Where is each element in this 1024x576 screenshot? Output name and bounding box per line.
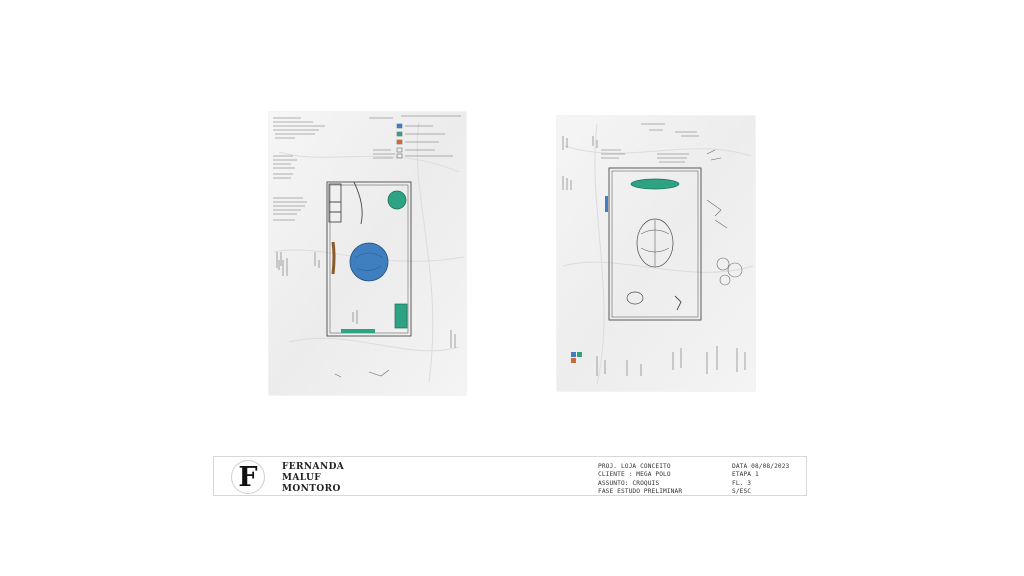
client-name: CLIENTE : MEGA POLO xyxy=(598,471,671,479)
phase: FASE ESTUDO PRELIMINAR xyxy=(598,487,683,495)
sheet-number: FL. 3 xyxy=(732,479,752,487)
sketch-right-drawing xyxy=(557,116,755,391)
stage: ETAPA 1 xyxy=(732,471,759,479)
designer-name-line: MALUF xyxy=(282,473,322,483)
scale: S/ESC xyxy=(732,487,752,495)
croqui-sheet-left xyxy=(269,112,466,395)
sheet-meta: DATA 08/08/2023 ETAPA 1 FL. 3 S/ESC xyxy=(732,463,789,496)
brand-logo-icon: F xyxy=(231,460,265,494)
project-info: PROJ. LOJA CONCEITO CLIENTE : MEGA POLO … xyxy=(598,463,682,496)
date: DATA 08/08/2023 xyxy=(732,463,790,470)
designer-name-line: MONTORO xyxy=(282,484,341,494)
croqui-sheet-right xyxy=(557,116,755,391)
sketch-left-drawing xyxy=(269,112,466,395)
subject: ASSUNTO: CROQUIS xyxy=(598,479,660,487)
title-block: F FERNANDA MALUF MONTORO PROJ. LOJA CONC… xyxy=(213,456,807,496)
designer-name-line: FERNANDA xyxy=(282,462,345,472)
designer-name: FERNANDA MALUF MONTORO xyxy=(282,462,344,495)
project-name: PROJ. LOJA CONCEITO xyxy=(598,463,671,470)
